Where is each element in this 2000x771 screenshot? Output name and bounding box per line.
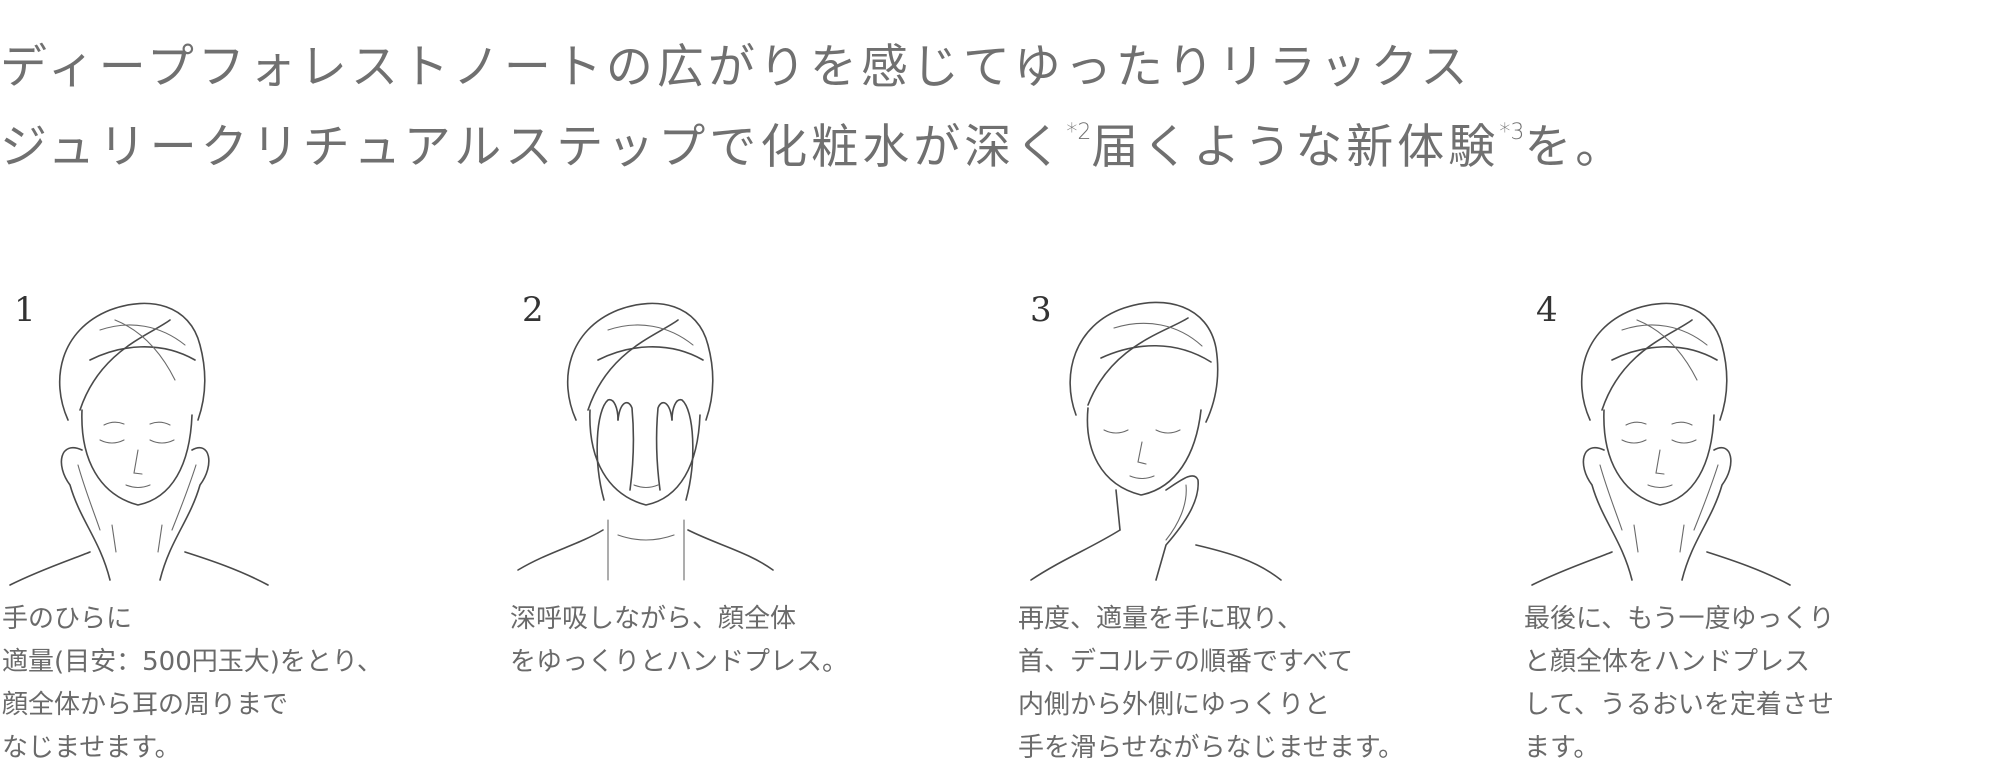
step-description: 再度、適量を手に取り、 首、デコルテの順番ですべて 内側から外側にゆっくりと 手… xyxy=(1018,598,1478,770)
footnote-mark-3: *3 xyxy=(1499,120,1525,145)
step-1: 1 手のひらに 適量(目安：500円玉大)をとり、 顔全体から耳の周りまで なじ… xyxy=(0,290,460,771)
headline-line-2: ジュリークリチュアルステップで化粧水が深く*2届くような新体験*3を。 xyxy=(0,108,1626,188)
woman-hands-over-face-illustration xyxy=(517,302,774,581)
headline-line-1: ディープフォレストノートの広がりを感じてゆったりリラックス xyxy=(0,40,1472,95)
headline: ディープフォレストノートの広がりを感じてゆったりリラックス ジュリークリチュアル… xyxy=(0,28,1626,188)
step-2: 2 深呼吸しながら、顔全体 をゆっくりとハンドプレス。 xyxy=(508,290,968,771)
footnote-mark-2: *2 xyxy=(1066,120,1092,145)
woman-hands-on-cheeks-illustration xyxy=(1531,302,1791,586)
step-number: 1 xyxy=(14,290,36,330)
step-description-line: ます。 xyxy=(1524,733,1600,763)
step-number: 2 xyxy=(522,290,544,330)
step-description-line: 深呼吸しながら、顔全体 xyxy=(510,604,797,634)
step-number: 3 xyxy=(1030,290,1052,330)
step-description-line: と顔全体をハンドプレス xyxy=(1524,647,1811,677)
step-description: 最後に、もう一度ゆっくり と顔全体をハンドプレス して、うるおいを定着させ ます… xyxy=(1524,598,1984,770)
step-description-line: 再度、適量を手に取り、 xyxy=(1018,604,1303,634)
step-description: 深呼吸しながら、顔全体 をゆっくりとハンドプレス。 xyxy=(510,598,970,684)
headline-line-2-part-c: を。 xyxy=(1524,120,1627,175)
step-description-line: 首、デコルテの順番ですべて xyxy=(1018,647,1354,677)
step-description-line: をゆっくりとハンドプレス。 xyxy=(510,647,849,677)
step-description-line: 顔全体から耳の周りまで xyxy=(2,690,289,720)
step-4: 4 最後に、もう一度ゆっくり と顔全体をハンドプレス して、うるおいを定着させ … xyxy=(1522,290,1982,771)
step-description-line: なじませます。 xyxy=(2,733,181,763)
headline-line-2-part-a: ジュリークリチュアルステップで化粧水が深く xyxy=(0,120,1067,175)
step-description-line: して、うるおいを定着させ xyxy=(1524,690,1834,720)
step-description-line: 内側から外側にゆっくりと xyxy=(1018,690,1331,720)
step-description: 手のひらに 適量(目安：500円玉大)をとり、 顔全体から耳の周りまで なじませ… xyxy=(2,598,462,770)
step-description-line: 適量(目安：500円玉大)をとり、 xyxy=(2,647,383,677)
step-number: 4 xyxy=(1536,290,1558,330)
woman-hand-on-neck-illustration xyxy=(1030,301,1282,581)
headline-line-2-part-b: 届くような新体験 xyxy=(1091,120,1500,175)
step-3: 3 再度、適量を手に取り、 首、デコルテの順番ですべて 内側から外側にゆっくりと… xyxy=(1016,290,1476,771)
step-description-line: 手のひらに xyxy=(2,604,133,634)
woman-hands-on-cheeks-illustration xyxy=(9,302,269,586)
step-description-line: 手を滑らせながらなじませます。 xyxy=(1018,733,1405,763)
step-description-line: 最後に、もう一度ゆっくり xyxy=(1524,604,1835,634)
